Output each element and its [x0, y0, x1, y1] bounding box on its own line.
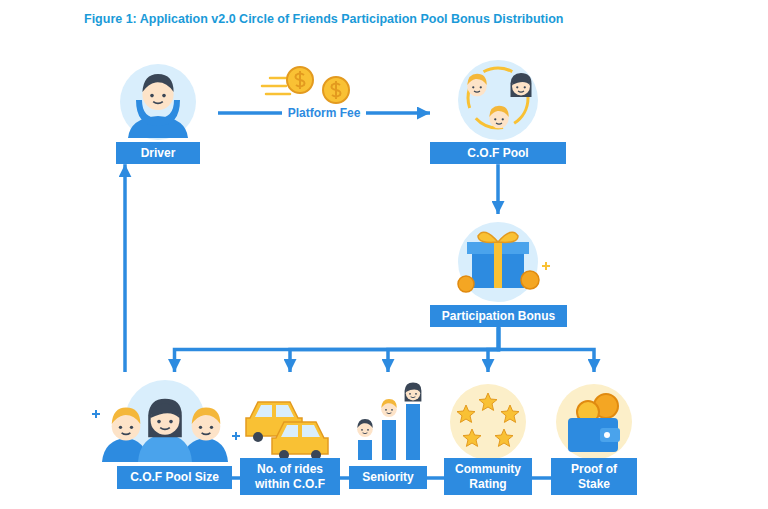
label-box: Community Rating [444, 458, 532, 495]
node-label: Seniority [355, 470, 421, 484]
taxi-icon [246, 402, 328, 460]
pool-size-icon-part [192, 408, 221, 441]
node-label: Community Rating [450, 462, 526, 491]
pool-size-icon-part [112, 408, 141, 441]
seniority-icon-part [358, 440, 372, 460]
coin-icon-part [262, 78, 290, 94]
coin-icon-part [287, 67, 313, 93]
node-label: No. of rides within C.O.F [246, 462, 334, 491]
node-box: Driver [98, 62, 218, 164]
node-box: Participation Bonus [430, 214, 567, 327]
stake-icon-part [604, 432, 610, 438]
flow-arrow [388, 327, 499, 372]
seniority-icon-part [406, 404, 420, 460]
pool-size-icon-part [92, 410, 100, 418]
taxi-icon-part [281, 425, 320, 437]
rating-icon-part [457, 405, 475, 422]
flow-arrow [175, 327, 499, 372]
rating-icon-part [479, 393, 497, 410]
pool-icon-part [511, 73, 532, 97]
stake-icon-part [600, 428, 620, 442]
node-label: C.O.F Pool Size [123, 470, 226, 484]
rating-icon-part [450, 384, 526, 460]
edge-label: Platform Fee [282, 106, 367, 120]
label-box: No. of rides within C.O.F [240, 458, 340, 495]
rating-icon-part [463, 429, 481, 446]
rating-icon-part [495, 429, 513, 446]
stake-icon [556, 384, 632, 460]
label-box: C.O.F Pool Size [117, 466, 232, 488]
node-box: C.O.F Pool [430, 56, 566, 164]
gift-icon-part [458, 276, 474, 292]
pool-icon-part [458, 60, 538, 140]
taxi-icon-part [255, 405, 294, 417]
seniority-icon-part [357, 419, 373, 437]
flow-arrow [499, 327, 595, 372]
taxi-icon-part [272, 422, 328, 454]
driver-icon-part [120, 64, 196, 140]
gift-icon-part [478, 232, 518, 242]
rating-icon [450, 384, 526, 460]
seniority-icon [357, 382, 421, 460]
pool-size-icon-part [148, 399, 182, 437]
node-box: C.O.F Pool Size [117, 372, 232, 489]
coin-icon [262, 67, 349, 103]
label-box: Seniority [349, 466, 427, 488]
label-box: C.O.F Pool [430, 142, 566, 164]
node-box: No. of rides within C.O.F [240, 372, 340, 495]
coin-icon-part [332, 81, 341, 99]
taxi-icon-part [253, 432, 263, 442]
node-box: Seniority [349, 372, 427, 489]
node-label: Driver [122, 146, 194, 160]
stake-icon-part [556, 384, 632, 460]
node-label: C.O.F Pool [436, 146, 560, 160]
flow-arrow [427, 476, 444, 480]
flow-arrow [290, 327, 499, 372]
seniority-icon-part [381, 399, 397, 417]
coin-icon-part [296, 71, 305, 89]
flow-arrow [123, 164, 127, 372]
rating-icon-part [501, 405, 519, 422]
flow-arrow [532, 476, 551, 480]
label-box: Driver [116, 142, 200, 164]
coin-icon-part [323, 77, 349, 103]
gift-icon-part [458, 222, 538, 302]
label-box: Participation Bonus [430, 305, 567, 327]
pool-icon-part [489, 106, 509, 129]
gift-icon-part [521, 271, 539, 289]
pool-icon [458, 60, 538, 140]
pool-size-icon-part [138, 434, 192, 462]
gift-icon-part [494, 242, 502, 288]
gift-icon [458, 222, 550, 302]
flow-arrow [232, 476, 240, 480]
node-label: Participation Bonus [436, 309, 561, 323]
driver-icon-part [142, 74, 173, 110]
flow-arrow [496, 164, 500, 214]
figure-title: Figure 1: Application v2.0 Circle of Fri… [84, 12, 563, 26]
node-box: Proof of Stake [551, 372, 637, 495]
pool-size-icon-part [232, 432, 240, 440]
driver-icon [120, 64, 196, 140]
pool-icon-part [467, 74, 487, 97]
seniority-icon-part [382, 420, 396, 460]
flow-arrow [340, 476, 349, 480]
seniority-icon-part [405, 382, 422, 401]
node-box: Community Rating [444, 372, 532, 495]
pool-size-icon [92, 380, 240, 462]
gift-icon-part [542, 262, 550, 270]
node-label: Proof of Stake [557, 462, 631, 491]
label-box: Proof of Stake [551, 458, 637, 495]
